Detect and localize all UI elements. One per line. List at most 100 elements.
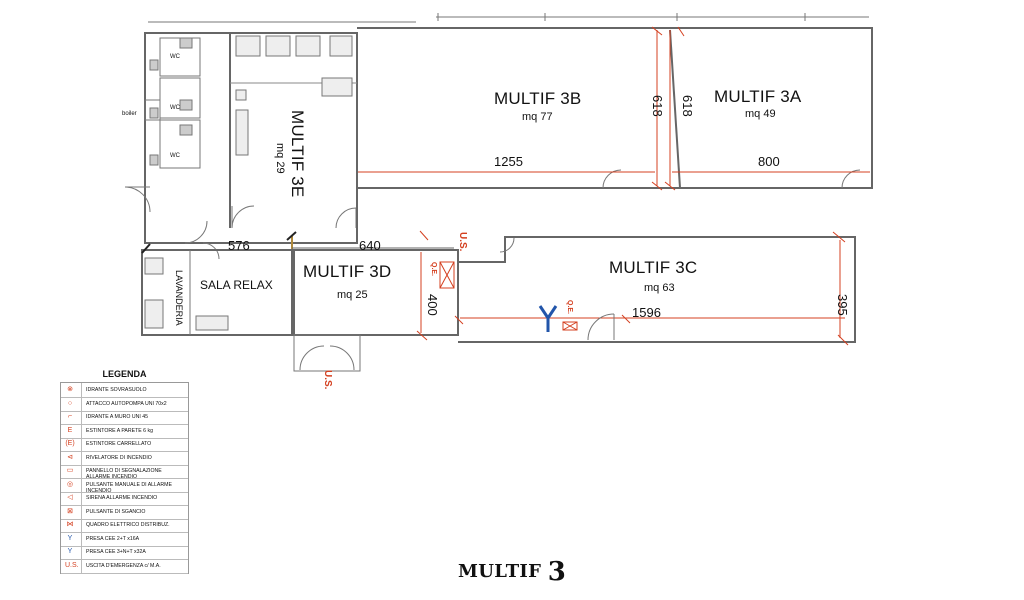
hydrant-overground-icon: ⊗: [67, 386, 73, 393]
legend-item-label: PULSANTE MANUALE DI ALLARME INCENDIO: [86, 481, 172, 494]
dimension-lines-upper: [358, 26, 870, 191]
room-3e-name: MULTIF 3E: [288, 110, 307, 198]
dim-400: 400: [425, 294, 440, 316]
legend-separator: [81, 410, 82, 424]
legend-item: ⊗ IDRANTE SOVRASUOLO: [61, 383, 188, 398]
legend-separator: [81, 477, 82, 492]
exit-door-bottom: [293, 334, 361, 372]
legend-item-label: ESTINTORE A PARETE 6 kg: [86, 427, 153, 434]
legend-separator: [81, 518, 82, 532]
legend-item-label: PRESA CEE 2+T x16A: [86, 535, 140, 542]
legend-item-label: RIVELATORE DI INCENDIO: [86, 454, 152, 461]
room-3c-name: MULTIF 3C: [609, 258, 698, 277]
lavanderia-label: LAVANDERIA: [174, 270, 184, 326]
legend-title: LEGENDA: [102, 369, 147, 379]
room-3d-area: mq 25: [337, 289, 368, 301]
dim-395: 395: [835, 294, 850, 316]
wc-label-2: WC: [170, 105, 180, 111]
dim-1255: 1255: [494, 154, 523, 169]
legend-item-label: IDRANTE SOVRASUOLO: [86, 387, 147, 393]
legend-item-label: USCITA D'EMERGENZA c/ M.A.: [86, 562, 161, 569]
legend-separator: [81, 396, 82, 411]
sala-relax-label: SALA RELAX: [200, 278, 273, 292]
dim-1596: 1596: [632, 305, 661, 320]
drawing-title: MULTIF 3: [458, 554, 567, 587]
emergency-exit-icon: U.S.: [65, 561, 79, 569]
legend-separator: [81, 491, 82, 505]
legend-separator: [81, 464, 82, 478]
legend-item: ⌐IDRANTE A MURO UNI 45: [61, 410, 188, 425]
boiler-label: boiler: [122, 111, 137, 117]
fire-alarm-panel-icon: ▭: [66, 467, 74, 474]
dim-800: 800: [758, 154, 780, 169]
legend-item: ⋈ QUADRO ELETTRICO DISTRIBUZ.: [61, 518, 188, 533]
service-block: [144, 32, 358, 244]
legend-item-label: QUADRO ELETTRICO DISTRIBUZ.: [86, 522, 170, 528]
doors-3c: [499, 237, 615, 341]
legend-item-label: PRESA CEE 3+N+T x32A: [86, 549, 146, 555]
legend-item: Y PRESA CEE 2+T x16A: [61, 531, 188, 547]
upper-room-walls: [357, 27, 873, 189]
laundry-fixtures: [144, 257, 229, 331]
cee-socket-16a-icon: Y: [67, 534, 73, 542]
dimension-lines-3d: [416, 230, 429, 341]
wheeled-extinguisher-icon: (E): [65, 440, 75, 447]
room-3a-area: mq 49: [745, 108, 776, 120]
legend-separator: [81, 423, 82, 438]
dim-618-right: 618: [680, 95, 695, 117]
cee-socket-32a-icon: Y: [67, 548, 73, 555]
wc-label-3: WC: [170, 153, 180, 159]
wall-extinguisher-icon: E: [67, 426, 73, 434]
dim-576: 576: [228, 238, 250, 253]
drawing-title-number: 3: [547, 557, 567, 587]
wall-3b-3a: [669, 29, 681, 189]
legend: ⊗ IDRANTE SOVRASUOLO ○ ATTACCO AUTOPOMPA UN…: [60, 382, 189, 574]
room-3d-outline: [291, 249, 459, 336]
legend-item: ▭ PANNELLO DI SEGNALAZIONE ALLARME INCEND…: [61, 464, 188, 480]
legend-item-label: ATTACCO AUTOPOMPA UNI 70x2: [86, 400, 167, 407]
lower-left-block: [141, 249, 295, 336]
legend-separator: [81, 383, 82, 397]
legend-separator: [81, 437, 82, 451]
fire-siren-icon: ◁: [67, 494, 73, 501]
legend-separator: [81, 558, 82, 573]
legend-item-label: PANNELLO DI SEGNALAZIONE ALLARME INCENDI…: [86, 468, 162, 480]
wc-label-1: WC: [170, 54, 180, 60]
legend-separator: [81, 450, 82, 465]
dim-640: 640: [359, 238, 381, 253]
legend-separator: [81, 545, 82, 559]
upper-doors: [602, 169, 861, 189]
toilet-fixtures: [149, 37, 193, 166]
room-3c-outline: [458, 236, 856, 343]
fire-pump-connection-icon: ○: [67, 399, 73, 407]
legend-item-label: PULSANTE DI SGANCIO: [86, 508, 146, 515]
cee-socket-symbol: [538, 305, 558, 332]
electrical-panel-icon: ⋈: [66, 521, 74, 528]
legend-item: E ESTINTORE A PARETE 6 kg: [61, 423, 188, 439]
room-3e-area: mq 29: [274, 143, 286, 174]
electrical-panel-label-left: Q.E.: [430, 262, 437, 277]
release-button-icon: ⊠: [67, 507, 73, 515]
legend-item: ◎ PULSANTE MANUALE DI ALLARME INCENDIO: [61, 477, 188, 494]
emergency-exit-marker-top: U.S.: [457, 232, 468, 252]
legend-item-label: IDRANTE A MURO UNI 45: [86, 414, 148, 420]
legend-item: U.S. USCITA D'EMERGENZA c/ M.A.: [61, 558, 188, 574]
room-3c-area: mq 63: [644, 282, 675, 294]
room-3b-name: MULTIF 3B: [494, 89, 582, 108]
legend-item-label: ESTINTORE CARRELLATO: [86, 441, 152, 447]
room-3b-area: mq 77: [522, 111, 553, 123]
legend-item: (E) ESTINTORE CARRELLATO: [61, 437, 188, 452]
room-3a-name: MULTIF 3A: [714, 87, 802, 106]
legend-item: ⊠ PULSANTE DI SGANCIO: [61, 504, 188, 520]
dimension-lines-3c: [454, 231, 849, 346]
dim-618-left: 618: [650, 95, 665, 117]
legend-item: Y PRESA CEE 3+N+T x32A: [61, 545, 188, 560]
top-ticks: [437, 13, 806, 21]
legend-separator: [81, 531, 82, 546]
emergency-exit-marker-bottom: U.S.: [322, 370, 333, 390]
manual-call-point-icon: ◎: [66, 480, 74, 488]
room-3d-name: MULTIF 3D: [303, 262, 392, 281]
legend-item: ⊲RIVELATORE DI INCENDIO: [61, 450, 188, 466]
drawing-title-text: MULTIF: [458, 561, 542, 582]
